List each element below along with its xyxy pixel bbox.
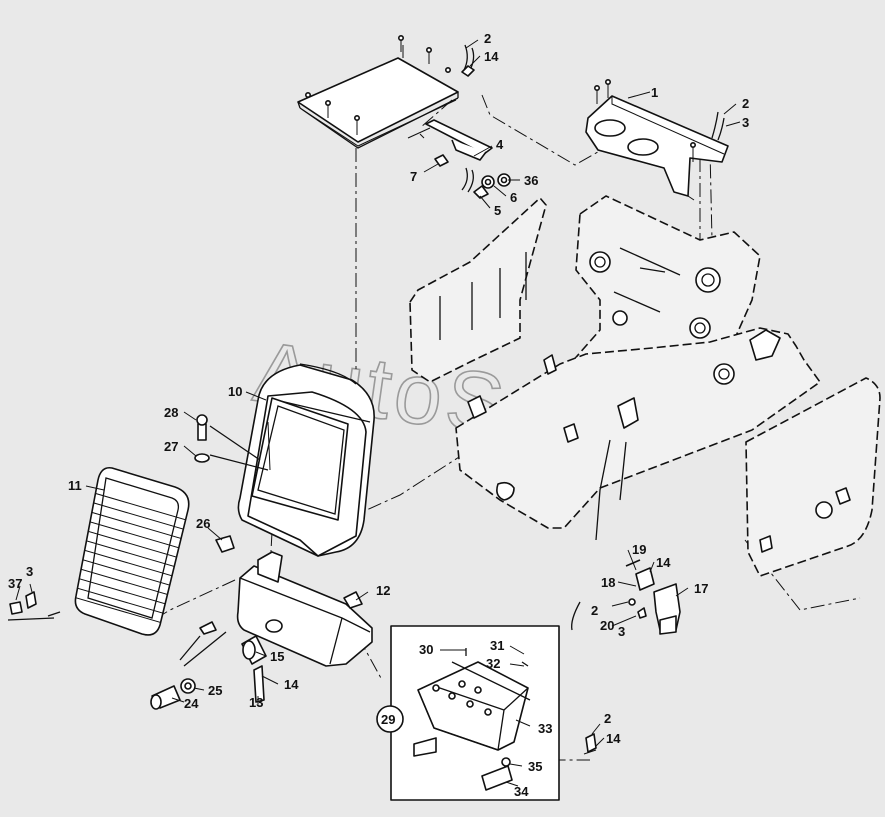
callout-24: 24 (184, 696, 199, 711)
callout-14-d: 14 (606, 731, 621, 746)
callout-2-d: 2 (604, 711, 611, 726)
callout-14-c: 14 (656, 555, 671, 570)
bracket-group-17-20 (571, 559, 681, 635)
cover-1-screws (593, 79, 725, 162)
callout-33: 33 (538, 721, 552, 736)
callout-2-b: 2 (742, 96, 749, 111)
lights-and-fasteners (7, 414, 269, 710)
callout-5: 5 (494, 203, 501, 218)
lower-bumper-part-12[interactable] (236, 551, 373, 667)
callout-36: 36 (524, 173, 538, 188)
callout-28: 28 (164, 405, 178, 420)
callout-31: 31 (490, 638, 504, 653)
hood-part-10[interactable] (237, 363, 375, 557)
fasteners-5-6-7-36 (434, 154, 511, 199)
callout-3-a: 3 (742, 115, 749, 130)
top-right-cover[interactable] (585, 95, 729, 201)
callout-35: 35 (528, 759, 542, 774)
callout-13: 13 (249, 695, 263, 710)
battery-hold-down-bolts (583, 733, 597, 755)
top-cover-plate[interactable] (297, 57, 459, 149)
callout-7: 7 (410, 169, 417, 184)
callout-27: 27 (164, 439, 178, 454)
callout-18: 18 (601, 575, 615, 590)
callout-2-c: 2 (591, 603, 598, 618)
callout-3-b: 3 (26, 564, 33, 579)
callout-26: 26 (196, 516, 210, 531)
callout-34: 34 (514, 784, 529, 799)
callout-25: 25 (208, 683, 222, 698)
callout-11: 11 (68, 478, 82, 493)
frame-details (439, 247, 851, 553)
battery-inset-box (390, 625, 560, 801)
callout-37: 37 (8, 576, 22, 591)
callout-20: 20 (600, 618, 614, 633)
callout-15: 15 (270, 649, 284, 664)
callout-3-c: 3 (618, 624, 625, 639)
cover-screws (304, 34, 451, 135)
callout-14-a: 14 (484, 49, 499, 64)
callout-10: 10 (228, 384, 242, 399)
callout-4: 4 (496, 137, 504, 152)
grille-part-11[interactable] (70, 466, 200, 636)
callout-17: 17 (694, 581, 708, 596)
callout-29-circle (376, 705, 404, 733)
callout-29: 29 (381, 712, 395, 727)
callout-14-b: 14 (284, 677, 299, 692)
callout-labels: 2 14 1 2 3 4 7 36 6 5 10 28 27 11 26 37 … (8, 31, 749, 799)
callout-2-a: 2 (484, 31, 491, 46)
leader-lines (15, 39, 741, 787)
callout-32: 32 (486, 656, 500, 671)
callout-19: 19 (632, 542, 646, 557)
callout-1: 1 (651, 85, 658, 100)
bracket-part-4[interactable] (407, 119, 493, 193)
callout-30: 30 (419, 642, 433, 657)
bolt-washer-top-left (461, 44, 475, 77)
callout-12: 12 (376, 583, 390, 598)
callout-6: 6 (510, 190, 517, 205)
